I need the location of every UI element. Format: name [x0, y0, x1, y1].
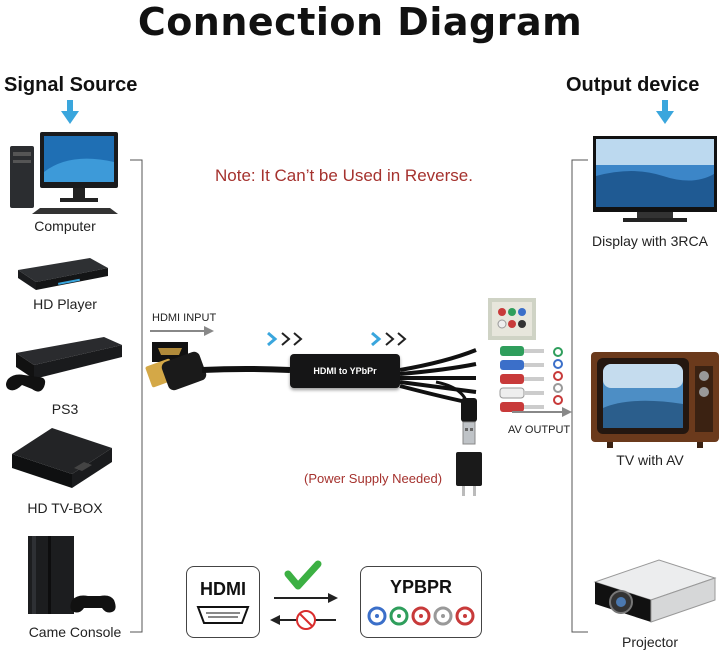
power-adapter-icon — [456, 452, 482, 496]
hdmi-input-arrow-icon — [150, 326, 214, 336]
flow-chevrons-left-icon — [267, 331, 303, 347]
output-device-header: Output device — [566, 74, 700, 96]
rca-color-key-icon — [553, 347, 563, 405]
flow-chevrons-right-icon — [371, 331, 407, 347]
output-label-tv: TV with AV — [616, 452, 684, 468]
component-ports-icon — [488, 298, 536, 340]
converter-cable — [145, 348, 477, 409]
left-down-arrow-icon — [61, 100, 79, 124]
converter-label: HDMI to YPbPr — [313, 366, 377, 376]
tv-box-icon — [12, 428, 112, 488]
direction-indicator — [270, 560, 338, 630]
source-label-hd-player: HD Player — [33, 296, 97, 312]
source-label-game-console: Came Console — [28, 624, 122, 640]
hdmi-badge-label: HDMI — [200, 579, 246, 599]
signal-source-header: Signal Source — [4, 74, 138, 96]
hdmi-input-label: HDMI INPUT — [152, 312, 217, 324]
source-label-ps3: PS3 — [51, 401, 79, 417]
av-output-label: AV OUTPUT — [508, 424, 571, 436]
flat-display-icon — [593, 136, 717, 222]
reverse-note: Note: It Can’t be Used in Reverse. — [215, 166, 473, 185]
output-label-display: Display with 3RCA — [592, 233, 708, 249]
source-label-computer: Computer — [34, 218, 96, 234]
output-label-projector: Projector — [621, 634, 679, 650]
rca-plugs-icon — [499, 346, 544, 412]
right-down-arrow-icon — [656, 100, 674, 124]
converter-box: HDMI to YPbPr — [290, 354, 400, 388]
projector-icon — [593, 559, 717, 623]
diagram-title: Connection Diagram — [137, 0, 583, 44]
power-supply-note: (Power Supply Needed) — [304, 471, 443, 486]
rca-connectors-icon — [367, 606, 475, 626]
hdmi-connector-icon — [196, 606, 250, 624]
ps3-console-icon — [6, 337, 122, 392]
av-output-arrow-icon — [512, 407, 572, 417]
ypbpr-badge-label: YPBPR — [389, 577, 452, 597]
bluray-player-icon — [18, 258, 108, 290]
ypbpr-badge: YPBPR — [360, 566, 482, 638]
source-label-hd-tv-box: HD TV-BOX — [27, 500, 103, 516]
usb-plug-icon — [461, 398, 477, 445]
game-console-icon — [28, 536, 116, 614]
computer-icon — [10, 132, 118, 214]
check-icon — [284, 560, 322, 590]
retro-tv-icon — [591, 352, 719, 448]
hdmi-badge: HDMI — [186, 566, 260, 638]
